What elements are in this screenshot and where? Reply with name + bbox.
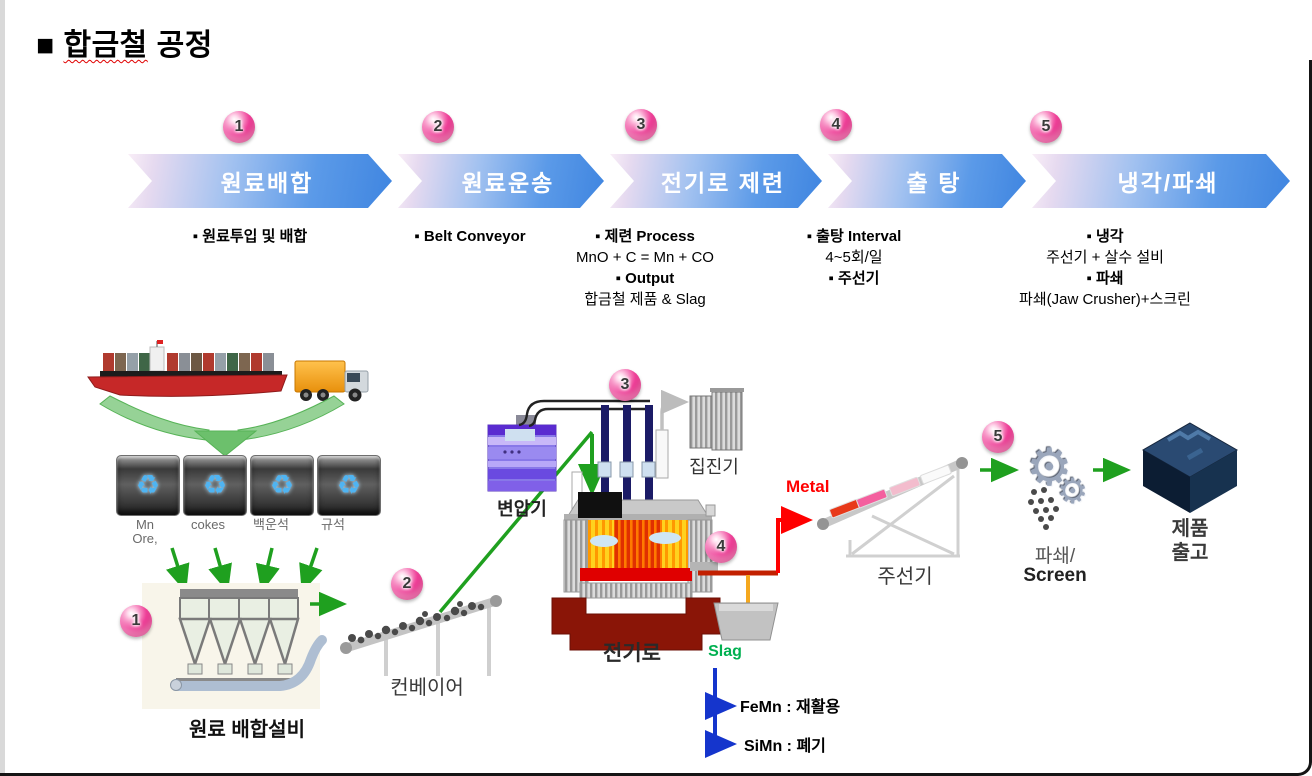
diagram-badge-5: 5 bbox=[982, 421, 1014, 453]
title-bullet: ■ bbox=[36, 29, 64, 62]
desc-line: MnO + C = Mn + CO bbox=[576, 249, 714, 266]
product-label-line: 제품 bbox=[1171, 518, 1209, 540]
crusher-label-line1: 파쇄/ bbox=[1034, 546, 1076, 567]
bin-label-dolomite: 백운석 bbox=[229, 518, 313, 532]
bin-label-line: Ore, bbox=[132, 531, 158, 546]
bin-label-line: cokes bbox=[191, 517, 225, 532]
step-badge-5: 5 bbox=[1030, 111, 1062, 143]
banner-step-4: 출 탕 bbox=[828, 154, 1026, 208]
container-ship-icon bbox=[87, 340, 288, 397]
diagram-badge-4: 4 bbox=[705, 531, 737, 563]
desc-line: ▪ 원료투입 및 배합 bbox=[192, 228, 308, 245]
truck-icon bbox=[294, 360, 369, 402]
title-word: 합금철 bbox=[63, 29, 148, 62]
transformer-icon bbox=[487, 415, 557, 492]
step-badge-4: 4 bbox=[820, 109, 852, 141]
banner-step-3: 전기로 제련 bbox=[610, 154, 822, 208]
bin-feed-arrows bbox=[165, 547, 323, 593]
slag-label: Slag bbox=[708, 643, 742, 660]
slag-pot-icon bbox=[713, 575, 779, 641]
femn-recycle-label: FeMn : 재활용 bbox=[740, 699, 841, 716]
furnace-icon bbox=[551, 471, 721, 651]
recycle-icon: ♻ bbox=[269, 470, 295, 501]
desc-line: ▪ Belt Conveyor bbox=[414, 228, 526, 245]
dust-collector-label: 집진기 bbox=[689, 457, 739, 477]
metal-tap-arrow bbox=[698, 506, 813, 576]
page-title: ■ 합금철 공정 bbox=[36, 20, 213, 64]
bin-label-cokes: cokes bbox=[166, 518, 250, 532]
caster-label: 주선기 bbox=[877, 566, 933, 588]
bin-label-line: 백운석 bbox=[253, 517, 289, 532]
step-3-description: ▪ 제련 Process MnO + C = Mn + CO ▪ Output … bbox=[495, 226, 795, 310]
title-rest: 공정 bbox=[147, 29, 213, 62]
bin-dolomite: ♻ bbox=[250, 455, 314, 516]
desc-line: ▪ 출탕 Interval bbox=[806, 228, 902, 245]
recycle-icon: ♻ bbox=[135, 470, 161, 501]
banner-step-1: 원료배합 bbox=[128, 154, 392, 208]
left-edge-strip bbox=[0, 0, 5, 776]
desc-line: ▪ 주선기 bbox=[828, 270, 880, 287]
product-label-line: 출고 bbox=[1171, 542, 1209, 564]
step-2-description: ▪ Belt Conveyor bbox=[320, 226, 620, 247]
recycle-icon: ♻ bbox=[202, 470, 228, 501]
step-4-description: ▪ 출탕 Interval 4~5회/일 ▪ 주선기 bbox=[704, 226, 1004, 289]
step-5-description: ▪ 냉각 주선기 + 살수 설비 ▪ 파쇄 파쇄(Jaw Crusher)+스크… bbox=[955, 226, 1255, 310]
gear-icon: ⚙ bbox=[1057, 472, 1089, 512]
conveyor-label: 컨베이어 bbox=[390, 677, 464, 699]
desc-line: 합금철 제품 & Slag bbox=[584, 291, 706, 308]
desc-line: 파쇄(Jaw Crusher)+스크린 bbox=[1019, 291, 1191, 308]
diagram-badge-3: 3 bbox=[609, 369, 641, 401]
crusher-label-line2: Screen bbox=[1023, 565, 1087, 586]
bin-mn-ore: ♻ bbox=[116, 455, 180, 516]
process-step-banner: 원료배합 원료운송 전기로 제련 출 탕 냉각/파쇄 bbox=[128, 154, 1290, 208]
product-label: 제품 출고 bbox=[1140, 517, 1240, 565]
desc-line: ▪ 파쇄 bbox=[1086, 270, 1124, 287]
simn-discard-label: SiMn : 폐기 bbox=[744, 738, 826, 755]
bus-pipe bbox=[518, 399, 650, 428]
step-badge-1: 1 bbox=[223, 111, 255, 143]
desc-line: ▪ Output bbox=[615, 270, 675, 287]
desc-line: 4~5회/일 bbox=[825, 249, 883, 266]
conveyor-to-furnace-arrow bbox=[438, 430, 606, 614]
banner-step-5: 냉각/파쇄 bbox=[1032, 154, 1290, 208]
hopper-label: 원료 배합설비 bbox=[189, 719, 305, 741]
slag-branch-arrows bbox=[705, 668, 737, 758]
bin-cokes: ♻ bbox=[183, 455, 247, 516]
raw-material-bins: ♻ ♻ ♻ ♻ bbox=[116, 455, 381, 516]
banner-step-2: 원료운송 bbox=[398, 154, 604, 208]
transformer-label: 변압기 bbox=[497, 499, 547, 519]
bin-label-silica: 규석 bbox=[291, 518, 375, 532]
unload-arrows-icon bbox=[99, 395, 345, 457]
desc-line: 주선기 + 살수 설비 bbox=[1046, 249, 1164, 266]
offgas-duct bbox=[655, 389, 689, 479]
product-cube-icon bbox=[1141, 422, 1239, 513]
step-badge-3: 3 bbox=[625, 109, 657, 141]
desc-line: ▪ 냉각 bbox=[1086, 228, 1124, 245]
step-badge-2: 2 bbox=[422, 111, 454, 143]
step-1-description: ▪ 원료투입 및 배합 bbox=[100, 226, 400, 247]
conveyor-icon bbox=[340, 595, 502, 676]
recycle-icon: ♻ bbox=[336, 470, 362, 501]
crushed-particles bbox=[1028, 487, 1059, 530]
metal-label: Metal bbox=[786, 477, 830, 496]
diagram-badge-2: 2 bbox=[391, 568, 423, 600]
desc-line: ▪ 제련 Process bbox=[595, 228, 695, 245]
bin-label-mn-ore: Mn Ore, bbox=[103, 518, 187, 546]
bin-label-line: Mn bbox=[135, 517, 155, 532]
furnace-label: 전기로 bbox=[603, 642, 661, 665]
bin-label-line: 규석 bbox=[321, 517, 345, 532]
diagram-badge-1: 1 bbox=[120, 605, 152, 637]
dust-collector-icon bbox=[689, 388, 744, 451]
gear-icon: ⚙ bbox=[1026, 438, 1073, 498]
caster-icon bbox=[817, 457, 968, 558]
bin-silica: ♻ bbox=[317, 455, 381, 516]
hopper-icon bbox=[142, 583, 327, 709]
electrodes-icon bbox=[597, 405, 656, 560]
